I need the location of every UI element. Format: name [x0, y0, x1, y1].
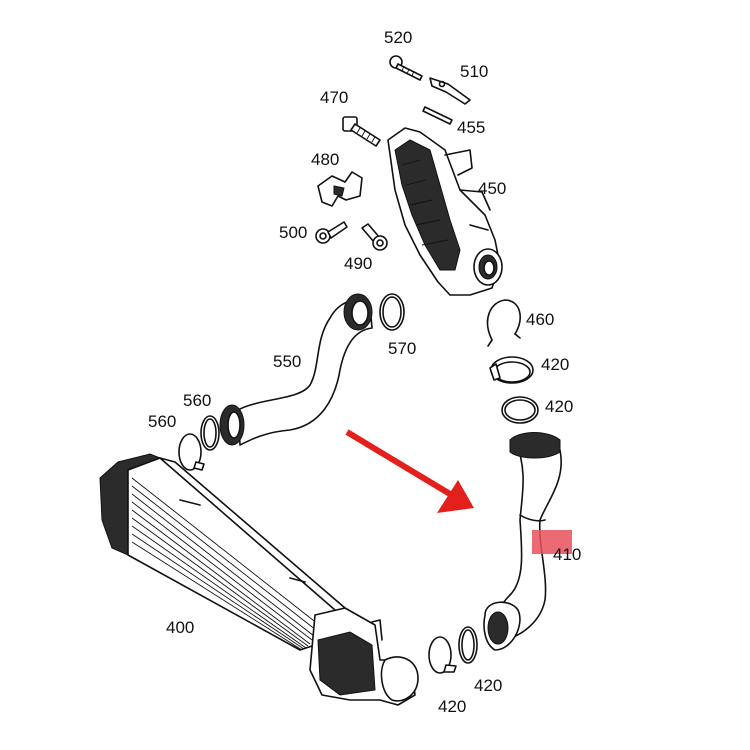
ring-560-b — [178, 433, 205, 471]
clip-460 — [486, 299, 521, 347]
label-490: 490 — [344, 254, 373, 273]
bolt-500 — [315, 221, 348, 244]
label-460: 460 — [526, 310, 555, 329]
bolt-520 — [389, 55, 423, 81]
label-560-upper: 560 — [183, 391, 212, 410]
hose-410 — [483, 432, 562, 651]
bolt-470 — [342, 116, 381, 147]
label-400: 400 — [166, 618, 195, 637]
ring-420-d — [458, 626, 478, 664]
ring-560-a — [200, 415, 220, 451]
pointer-arrow — [345, 429, 474, 513]
intercooler-400 — [99, 453, 419, 706]
label-560-lower: 560 — [148, 412, 177, 431]
label-570: 570 — [388, 339, 417, 358]
label-470: 470 — [320, 88, 349, 107]
label-520: 520 — [384, 28, 413, 47]
label-410: 410 — [553, 545, 582, 564]
bracket-480 — [317, 171, 363, 207]
label-550: 550 — [273, 352, 302, 371]
hose-550 — [219, 293, 373, 446]
label-420-lower-ring: 420 — [474, 676, 503, 695]
clamp-420-c — [428, 636, 457, 674]
housing-450 — [387, 127, 503, 296]
label-455: 455 — [457, 118, 486, 137]
bracket-510 — [429, 77, 471, 105]
label-480: 480 — [311, 150, 340, 169]
gasket-455 — [422, 106, 453, 125]
label-450: 450 — [478, 179, 507, 198]
label-420-lower-clamp: 420 — [438, 697, 467, 716]
bolt-490 — [361, 223, 388, 251]
ring-570 — [379, 293, 405, 331]
label-510: 510 — [460, 62, 489, 81]
highlight-marker — [532, 530, 572, 554]
label-500: 500 — [279, 223, 308, 242]
ring-420-b — [501, 396, 539, 424]
label-420-upper-clamp: 420 — [541, 355, 570, 374]
clamp-420-a — [489, 356, 534, 384]
label-420-upper-ring: 420 — [545, 397, 574, 416]
